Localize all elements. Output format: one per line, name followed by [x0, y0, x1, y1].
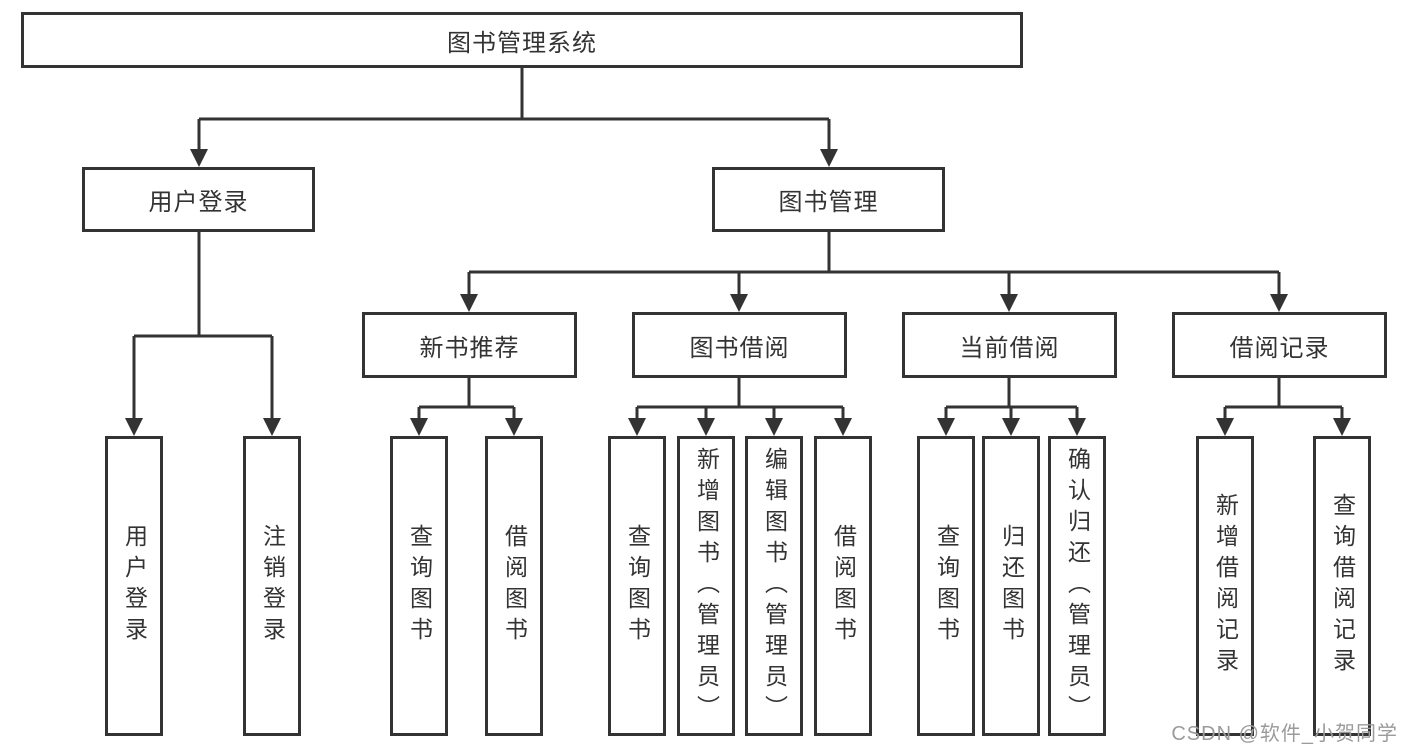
node-new-book-recommendation: 新书推荐	[362, 312, 577, 378]
arrowhead-current-borrowing	[1000, 294, 1018, 312]
arrowhead-leaf-logout	[263, 418, 281, 436]
edge-book-management-children	[467, 232, 1281, 296]
arrowhead-return-books	[1002, 418, 1020, 436]
arrowhead-borrow-books-1	[505, 418, 523, 436]
arrowhead-user-login	[190, 149, 208, 167]
node-borrowing-records: 借阅记录	[1172, 312, 1387, 378]
arrowhead-query-books-3	[937, 418, 955, 436]
leaf-query-books-1: 查询图书	[390, 436, 448, 736]
arrowhead-add-borrow-record	[1216, 418, 1234, 436]
leaf-return-books: 归还图书	[982, 436, 1040, 736]
arrowhead-book-borrowing	[730, 294, 748, 312]
leaf-logout-login: 注销登录	[243, 436, 301, 736]
arrowhead-query-borrow-record	[1333, 418, 1351, 436]
arrowhead-borrowing-records	[1270, 294, 1288, 312]
edge-current-borrowing-children	[944, 378, 1079, 420]
arrowhead-confirm-return	[1068, 418, 1086, 436]
arrowhead-edit-books	[765, 418, 783, 436]
edge-recommendation-children	[417, 378, 516, 420]
edge-borrowing-children	[635, 378, 845, 420]
arrowhead-add-books	[697, 418, 715, 436]
arrowhead-borrow-books-2	[834, 418, 852, 436]
leaf-add-books-admin: 新增图书（管理员）	[677, 436, 735, 736]
edge-records-children	[1223, 378, 1344, 420]
leaf-add-borrow-record: 新增借阅记录	[1196, 436, 1254, 736]
leaf-query-books-2: 查询图书	[608, 436, 666, 736]
leaf-edit-books-admin: 编辑图书（管理员）	[745, 436, 803, 736]
node-book-management: 图书管理	[712, 167, 945, 232]
leaf-user-login: 用户登录	[105, 436, 163, 736]
node-book-borrowing: 图书借阅	[632, 312, 847, 378]
csdn-watermark: CSDN @软件_小贺同学	[1171, 723, 1398, 745]
leaf-borrow-books-1: 借阅图书	[485, 436, 543, 736]
node-current-borrowing: 当前借阅	[902, 312, 1117, 378]
node-root: 图书管理系统	[21, 12, 1023, 68]
leaf-query-borrow-record: 查询借阅记录	[1313, 436, 1371, 736]
leaf-borrow-books-2: 借阅图书	[814, 436, 872, 736]
arrowhead-new-book-recommendation	[460, 294, 478, 312]
leaf-query-books-3: 查询图书	[917, 436, 975, 736]
leaf-confirm-return-admin: 确认归还（管理员）	[1048, 436, 1106, 736]
edge-root-to-level2	[197, 68, 831, 151]
node-user-login: 用户登录	[82, 167, 315, 232]
edge-user-login-children	[132, 232, 274, 420]
arrowhead-book-management	[820, 149, 838, 167]
arrowhead-query-books-1	[410, 418, 428, 436]
arrowhead-leaf-user-login	[125, 418, 143, 436]
arrowhead-query-books-2	[628, 418, 646, 436]
